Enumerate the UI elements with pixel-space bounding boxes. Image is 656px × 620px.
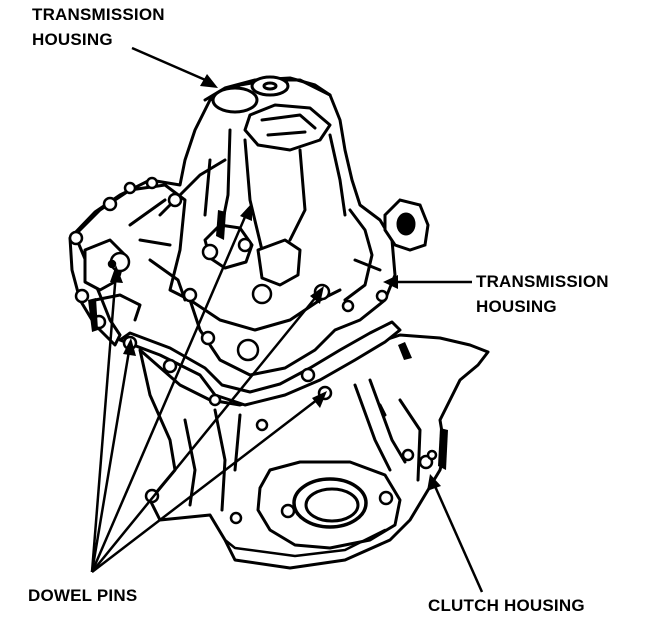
transmission-housing-casting — [68, 75, 397, 377]
leader-dowel-pins — [90, 209, 323, 573]
label-transmission-housing-right-line2: HOUSING — [476, 297, 557, 316]
dowel-pin-arrowheads — [110, 203, 327, 408]
label-transmission-housing-right-line1: TRANSMISSION — [476, 272, 609, 291]
label-transmission-housing-top-line2: HOUSING — [32, 30, 113, 49]
clutch-housing-casting — [138, 333, 490, 570]
mounting-lug — [383, 198, 430, 252]
label-transmission-housing-top-line1: TRANSMISSION — [32, 5, 165, 24]
label-dowel-pins: DOWEL PINS — [28, 586, 137, 605]
leader-transmission-housing-right — [383, 275, 472, 289]
label-clutch-housing: CLUTCH HOUSING — [428, 596, 585, 615]
mating-flange — [118, 320, 402, 407]
shading-accents — [88, 210, 448, 470]
leader-transmission-housing-top — [131, 46, 218, 88]
leader-clutch-housing — [427, 474, 484, 593]
